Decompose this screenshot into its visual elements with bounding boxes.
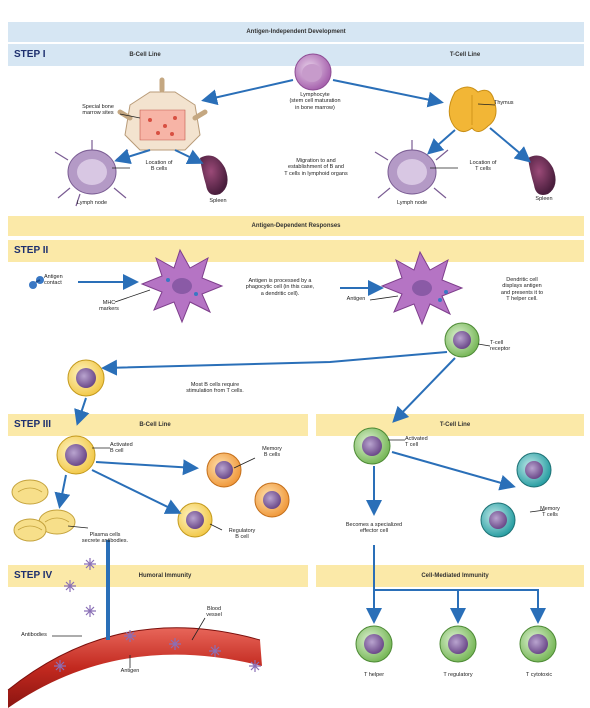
plasma-cells <box>11 479 76 542</box>
most-b-cells-label: Most B cells require stimulation from T … <box>186 382 244 395</box>
step1-pointer-lines <box>112 103 496 169</box>
arrow-t-to-activated-t <box>392 357 456 423</box>
step2-pointer-lines <box>114 289 491 347</box>
phase2-title: Antigen-Dependent Responses <box>251 223 341 229</box>
arrow-t-to-b <box>101 351 448 376</box>
naive-b-cell <box>67 359 105 397</box>
step4-label: STEP IV <box>14 570 53 581</box>
step2-label: STEP II <box>14 245 49 256</box>
phase1-title: Antigen-Independent Development <box>246 29 346 35</box>
blood-vessel-label: Blood vessel <box>206 606 222 619</box>
arrow-b-to-activated-b <box>74 397 90 426</box>
activated-b-label: Activated B cell <box>110 442 133 455</box>
memory-t-cell-2 <box>480 502 516 538</box>
memory-b-cell-1 <box>206 452 242 488</box>
dendritic-cell-2 <box>380 250 464 326</box>
mhc-markers-label: MHC markers <box>99 300 119 313</box>
step1-arrows <box>114 79 532 165</box>
t-helper-cell <box>355 625 393 663</box>
regulatory-b-label: Regulatory B cell <box>228 528 256 541</box>
step1-bcell-line: B-Cell Line <box>129 52 161 58</box>
thymus-label: Thymus <box>494 100 514 106</box>
lymph-node-left-label: Lymph node <box>76 200 108 206</box>
antibodies-label: Antibodies <box>21 632 47 638</box>
migration-label: Migration to and establishment of B and … <box>284 158 348 177</box>
spleen-left <box>200 155 228 195</box>
phase1-header-band <box>8 22 584 42</box>
activated-t-cell <box>353 427 391 465</box>
step1-label: STEP I <box>14 49 46 60</box>
step3-pointer-lines <box>67 439 546 531</box>
step3-label: STEP III <box>14 419 52 430</box>
dendritic-presents-label: Dendritic cell displays antigen and pres… <box>500 277 544 302</box>
memory-t-label: Memory T cells <box>540 506 560 519</box>
antigen-label: Antigen <box>346 296 366 302</box>
activated-b-cell <box>56 435 96 475</box>
step3-b-arrows <box>54 459 199 514</box>
bone-marrow-label: Special bone marrow sites <box>82 104 114 117</box>
antigen-step4-label: Antigen <box>120 668 140 674</box>
dendritic-cell-1 <box>140 248 224 324</box>
antigen-contact-icon <box>29 276 44 289</box>
effector-label: Becomes a specialized effector cell <box>345 522 403 535</box>
plasma-cells-label: Plasma cells secrete antibodies. <box>81 532 129 545</box>
lymphocyte-cell <box>294 53 332 91</box>
step2-band <box>8 240 584 262</box>
thymus-illustration <box>448 86 497 132</box>
cell-mediated-immunity-title: Cell-Mediated Immunity <box>421 573 489 579</box>
lymphocyte-label: Lymphocyte (stem cell maturation in bone… <box>289 92 341 111</box>
memory-b-cell-2 <box>254 482 290 518</box>
phase2-header-band <box>8 216 584 236</box>
step3-bcell-line: B-Cell Line <box>139 422 171 428</box>
t-helper-label: T helper <box>363 672 385 678</box>
location-t-label: Location of T cells <box>469 160 497 173</box>
regulatory-b-cell <box>177 502 213 538</box>
step4-t-arrows <box>366 545 546 624</box>
location-b-label: Location of B cells <box>145 160 173 173</box>
lymph-node-right <box>374 140 449 199</box>
t-regulatory-label: T regulatory <box>443 672 473 678</box>
spleen-right <box>528 155 556 195</box>
memory-t-cell-1 <box>516 452 552 488</box>
tcell-receptor-label: T-cell receptor <box>490 340 511 353</box>
antigen-contact-label: Antigen contact <box>44 274 63 287</box>
memory-b-label: Memory B cells <box>262 446 282 459</box>
step1-tcell-line: T-Cell Line <box>449 52 481 58</box>
antigen-processed-label: Antigen is processed by a phagocytic cel… <box>245 278 315 297</box>
activated-t-label: Activated T cell <box>405 436 428 449</box>
step3-band-right <box>316 414 584 436</box>
step4-band-left <box>8 565 308 587</box>
antibody-clusters <box>54 558 261 672</box>
spleen-left-label: Spleen <box>209 198 227 204</box>
lymph-node-left <box>54 140 129 207</box>
lymph-node-right-label: Lymph node <box>396 200 428 206</box>
step1-band <box>8 44 584 66</box>
t-regulatory-cell <box>439 625 477 663</box>
step4-pointer-lines <box>52 617 206 668</box>
t-helper-naive-cell <box>444 322 480 358</box>
t-cytotoxic-label: T cytotoxic <box>525 672 553 678</box>
t-cytotoxic-cell <box>519 625 557 663</box>
step4-band-right <box>316 565 584 587</box>
step3-tcell-line: T-Cell Line <box>439 422 471 428</box>
bone-marrow-illustration <box>117 77 208 151</box>
step3-t-arrows <box>366 451 516 516</box>
spleen-right-label: Spleen <box>535 196 553 202</box>
humoral-immunity-title: Humoral Immunity <box>138 573 192 579</box>
